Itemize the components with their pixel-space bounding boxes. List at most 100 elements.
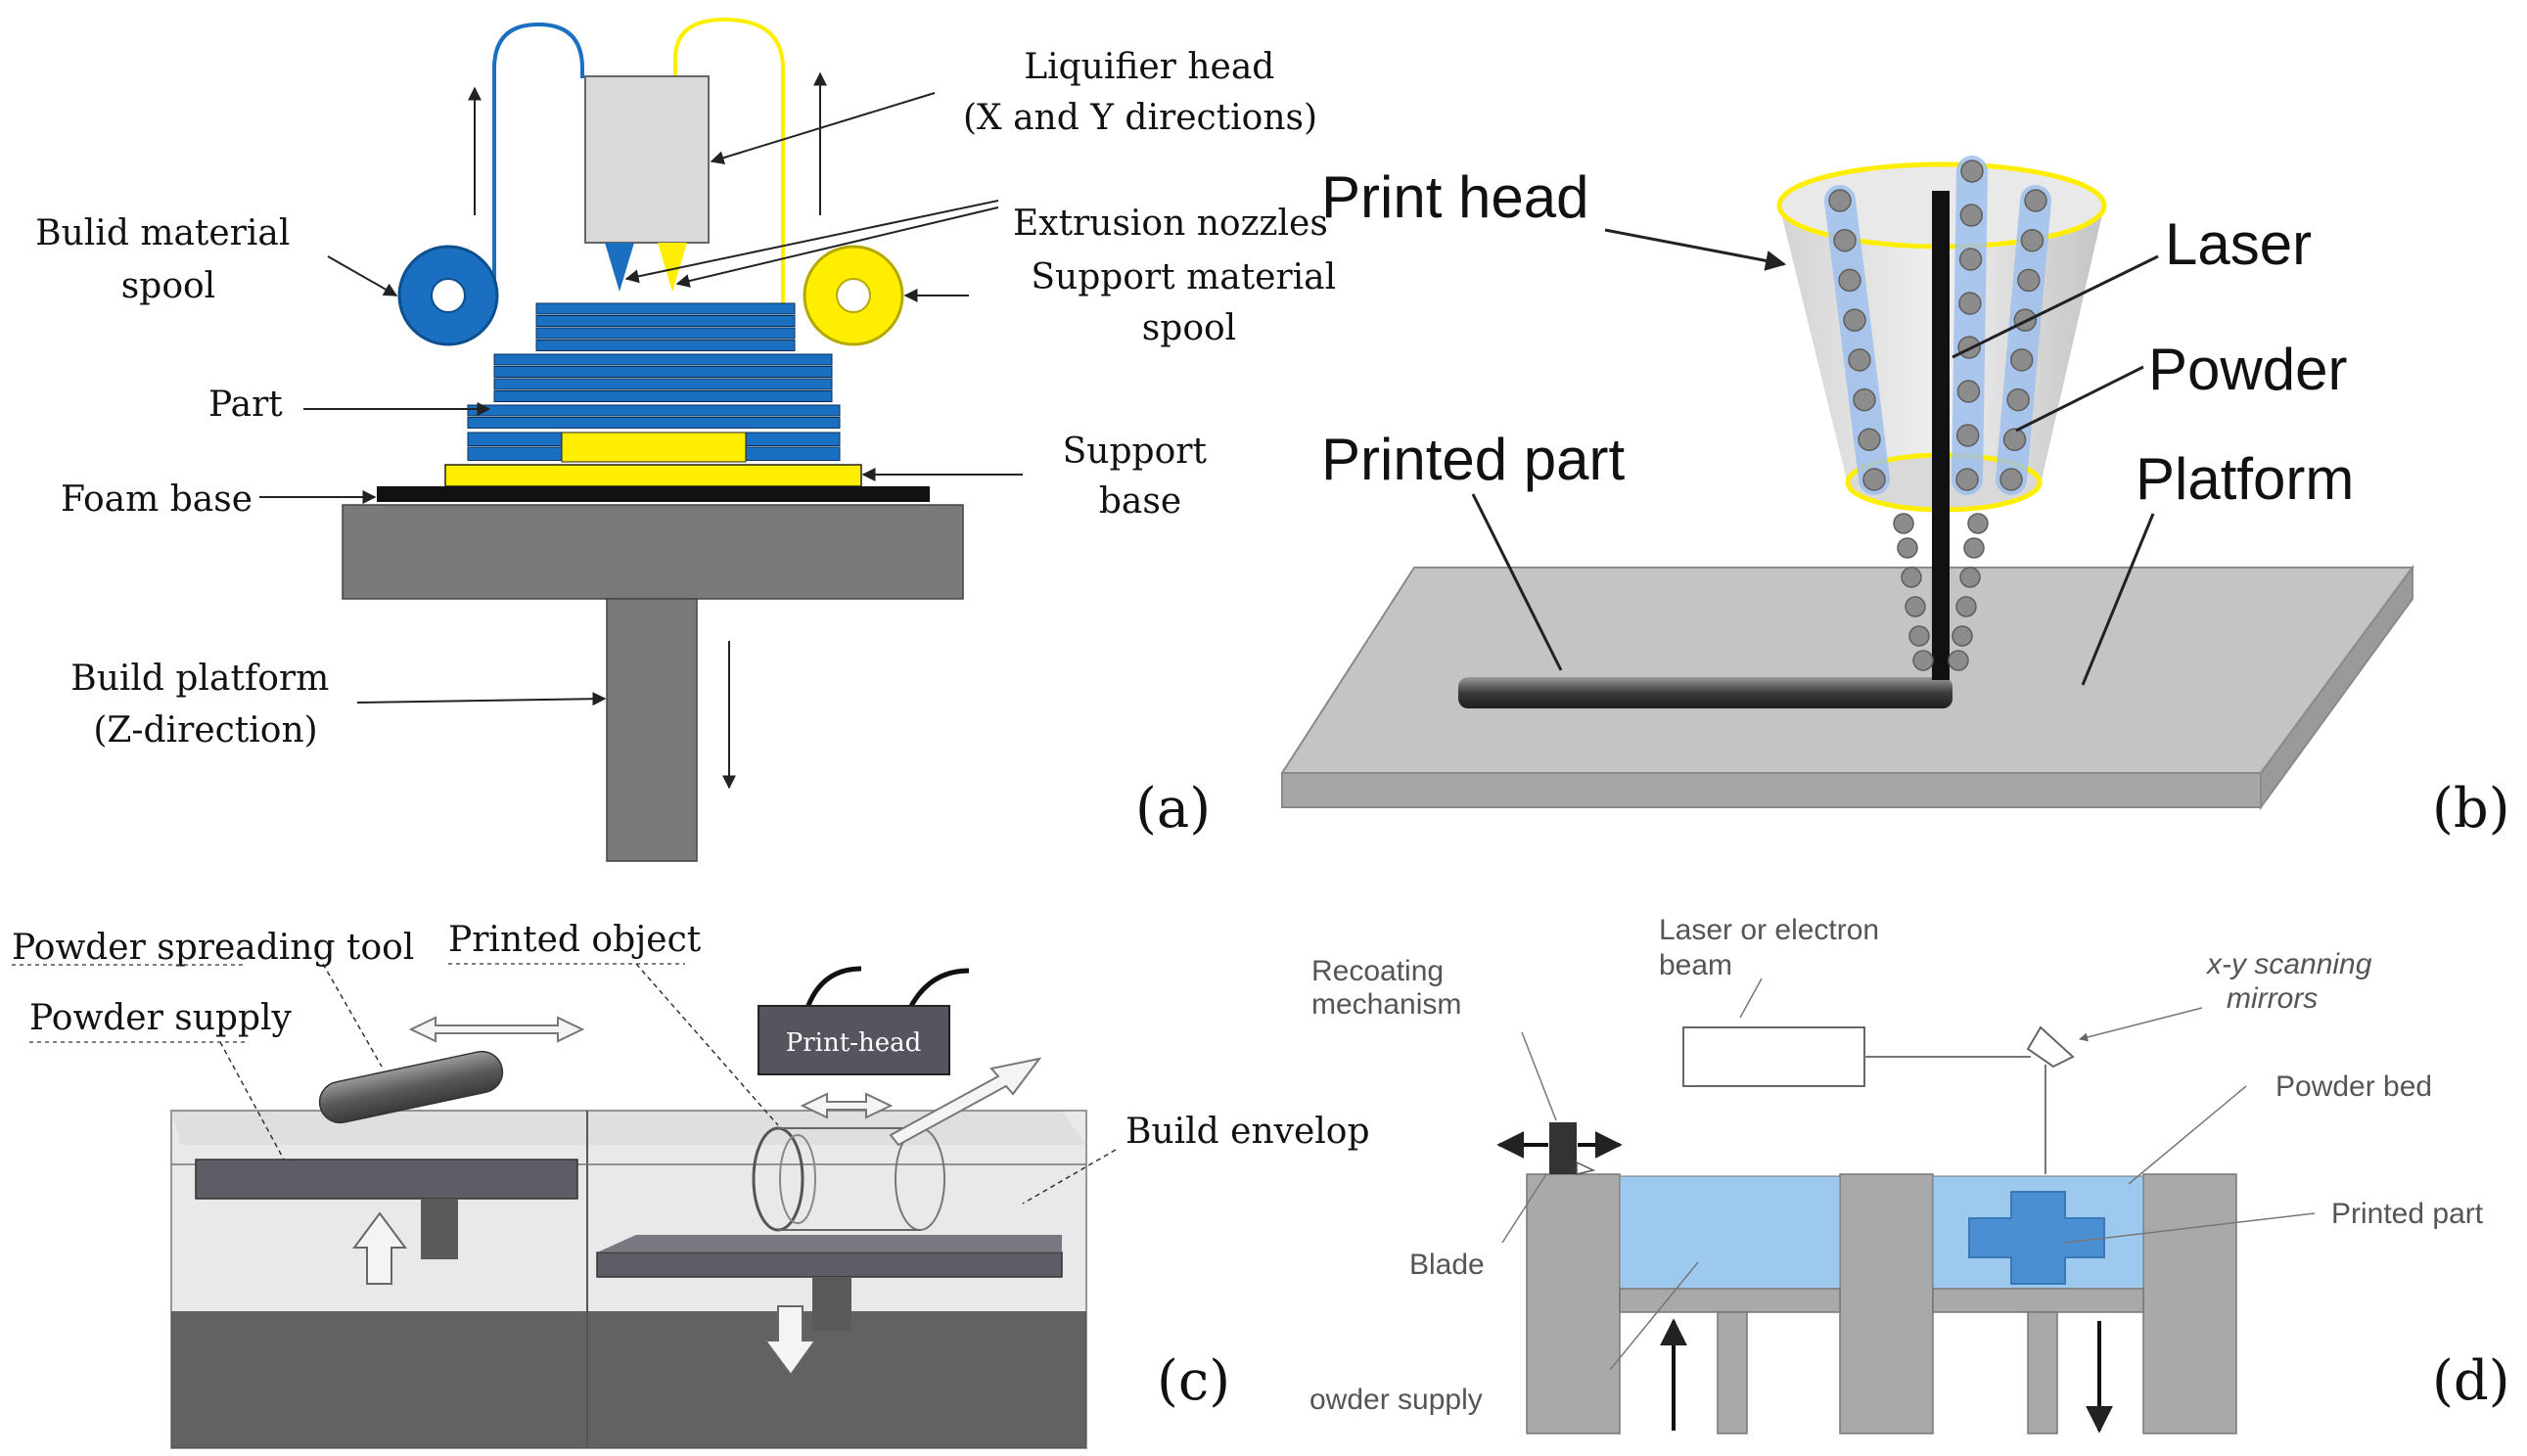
support-base-layer [444, 464, 862, 487]
print-head-depth-arrow [889, 1057, 1042, 1147]
extrusion-nozzles-label: Extrusion nozzles [1013, 204, 1328, 244]
build-filament [492, 22, 584, 294]
build-down-arrow [763, 1305, 817, 1377]
powder-particle [1955, 468, 1979, 491]
printed-part-rod [1458, 677, 1953, 708]
build-platform-leader [356, 692, 607, 706]
platform-leader [2081, 513, 2155, 686]
powder-particle [1901, 567, 1922, 588]
scanning-mirrors-label: x-y scanning mirrors [2205, 948, 2380, 1015]
powder-particles [1893, 513, 1989, 671]
laser-label: Laser [2165, 211, 2312, 277]
part-layer [493, 366, 833, 378]
nozzle-leader-1 [624, 200, 999, 284]
build-envelop-label: Build envelop [1126, 1112, 1370, 1152]
part-layer [493, 353, 833, 366]
scanning-mirror-icon [2026, 1025, 2075, 1069]
part-layer [535, 315, 796, 327]
build-piston [1932, 1288, 2144, 1313]
powder-particle [1853, 387, 1876, 412]
panel-a-tag: (a) [1135, 777, 1211, 841]
laser-source-box [1682, 1026, 1865, 1087]
powder-particle [1959, 567, 1981, 588]
powder-particle [1838, 268, 1861, 293]
laser-beam-leader [1739, 978, 1763, 1019]
part-layers [467, 302, 841, 461]
powder-supply-label: Powder supply [29, 998, 293, 1038]
build-spool-leader [327, 255, 398, 296]
support-spool-label: Support material spool [1031, 257, 1347, 348]
powder-particle [1959, 204, 1984, 227]
mirrors-leader [2079, 1007, 2203, 1042]
powder-particle [1948, 650, 1969, 671]
powder-supply-leader [1609, 1261, 1699, 1371]
box-floor [171, 1311, 1086, 1448]
spreading-tool-leader [322, 963, 383, 1068]
supply-piston [195, 1159, 578, 1200]
print-head-block [758, 1005, 950, 1075]
powder-particle [1912, 650, 1934, 671]
laser-leader [1952, 254, 2159, 359]
powder-particle [1897, 537, 1918, 559]
platform-label: Platform [2136, 446, 2354, 512]
build-piston-top [597, 1235, 1062, 1252]
powder-particle [1967, 513, 1989, 534]
part-layer [535, 302, 796, 315]
liquifier-head-label: Liquifier head (X and Y directions) [963, 47, 1317, 138]
build-platform [342, 504, 964, 600]
printed-part-label: Printed part [2331, 1198, 2484, 1230]
print-head-cable-2 [907, 968, 970, 1010]
support-base-label: Support base [1063, 432, 1218, 522]
powder-particle [1960, 159, 1984, 183]
powder-particle [2002, 428, 2027, 452]
powder-particle [1908, 625, 1930, 647]
print-head-label: Print head [1321, 164, 1589, 230]
laser-beam-label: Laser or electron beam [1659, 914, 1887, 981]
build-piston-rod [812, 1277, 851, 1331]
blade-leader [1501, 1173, 1547, 1244]
powder-particle [1858, 428, 1881, 452]
powder-spreading-tool-label: Powder spreading tool [12, 928, 414, 968]
panel-c-tag: (c) [1157, 1349, 1230, 1413]
printed-part-block [1968, 1191, 2105, 1285]
printed-object-label: Printed object [448, 920, 702, 960]
build-spool-icon [397, 245, 499, 346]
supply-powder [1619, 1175, 1841, 1290]
support-interior [561, 432, 747, 463]
part-layer [493, 390, 833, 402]
powder-particle [2020, 228, 2045, 252]
spreading-roller [318, 1050, 504, 1124]
supply-up-arrow [352, 1211, 407, 1285]
platform-side [2260, 564, 2413, 811]
blade-label: Blade [1409, 1249, 1485, 1281]
recoating-mechanism-label: Recoating mechanism [1311, 955, 1461, 1021]
powder-particle [1955, 596, 1977, 617]
powder-supply-label: owder supply [1309, 1384, 1483, 1416]
build-nozzle [605, 243, 634, 292]
part-layer [467, 404, 841, 417]
support-spool-icon [803, 245, 904, 346]
powder-particle [1999, 468, 2023, 491]
laser-beam [1932, 191, 1950, 680]
powder-leader [2015, 365, 2144, 432]
powder-particle [2024, 189, 2047, 212]
powder-particle [1955, 424, 1980, 447]
print-head-leader [1604, 228, 1787, 271]
supply-piston [1619, 1288, 1841, 1313]
powder-particle [2006, 387, 2030, 412]
recoater-blade [1549, 1122, 1577, 1174]
panel-b: Print head Laser Powder Printed part Pla… [1280, 156, 2510, 841]
part-layer [745, 432, 841, 446]
recoating-leader [1521, 1031, 1557, 1121]
roller-motion-arrow [408, 1016, 585, 1043]
build-piston [596, 1251, 1063, 1278]
platform-shaft [606, 598, 698, 862]
powder-bed-label: Powder bed [2275, 1070, 2432, 1103]
liquifier-leader [710, 92, 936, 164]
build-spool-label: Bulid material spool [35, 213, 301, 306]
powder-particle [1956, 380, 1981, 403]
part-layer [467, 432, 563, 446]
foam-base-label: Foam base [61, 479, 253, 520]
panel-a: Liquifier head (X and Y directions) Extr… [35, 17, 1347, 862]
